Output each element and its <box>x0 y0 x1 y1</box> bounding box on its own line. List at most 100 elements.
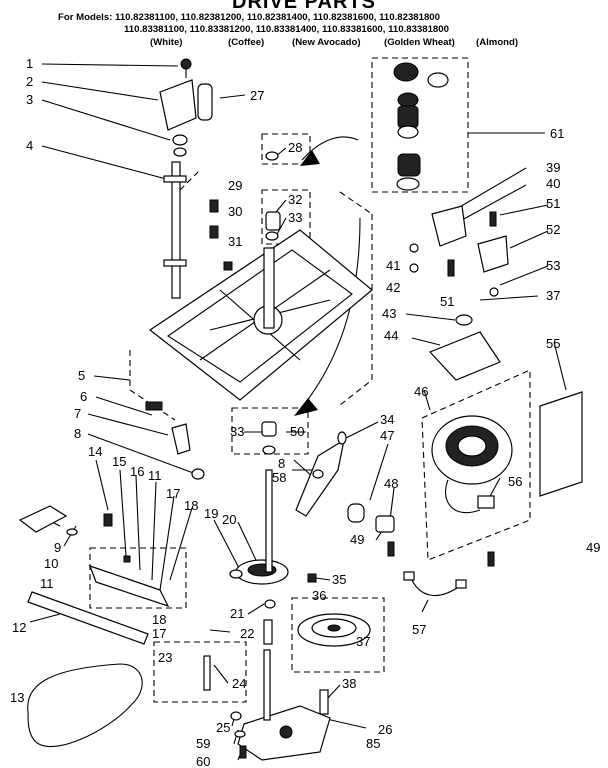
callout-46: 46 <box>414 384 428 399</box>
part-shaft <box>265 469 273 573</box>
part-10 <box>66 528 78 536</box>
callout-42: 42 <box>386 280 400 295</box>
part-43 <box>455 314 473 326</box>
callout-35: 35 <box>332 572 346 587</box>
callout-37b: 37 <box>356 634 370 649</box>
part-21 <box>264 599 276 609</box>
outline-base-left <box>129 350 176 421</box>
callout-21: 21 <box>230 606 244 621</box>
part-25 <box>230 711 242 721</box>
callout-24: 24 <box>232 676 246 691</box>
callout-20: 20 <box>222 512 236 527</box>
model-list-line-2: 110.83381100, 110.83381200, 110.83381400… <box>124 24 449 35</box>
callout-33a: 33 <box>288 210 302 225</box>
callout-3: 3 <box>26 92 33 107</box>
callout-25: 25 <box>216 720 230 735</box>
model-list-line-1: For Models: 110.82381100, 110.82381200, … <box>58 12 440 23</box>
part-24 <box>203 655 211 691</box>
callout-60: 60 <box>196 754 210 768</box>
outline-base-top <box>179 169 373 215</box>
callout-11a: 11 <box>148 468 162 483</box>
part-47 <box>347 503 365 523</box>
outline-base-right <box>339 214 373 406</box>
part-7 <box>171 423 191 455</box>
part-33 <box>265 231 279 241</box>
callout-7: 7 <box>74 406 81 421</box>
callout-16: 16 <box>130 464 144 479</box>
callout-55: 55 <box>546 336 560 351</box>
callout-9: 9 <box>54 540 61 555</box>
callout-18b: 18 <box>152 612 166 627</box>
callout-49b: 49 <box>586 540 600 555</box>
outline-36-37 <box>291 597 385 673</box>
callout-22: 22 <box>240 626 254 641</box>
callout-28: 28 <box>288 140 302 155</box>
part-15 <box>123 555 131 563</box>
part-harness-57 <box>409 575 461 597</box>
part-washer-3 <box>172 134 188 146</box>
callout-33b: 33 <box>230 424 244 439</box>
part-59 <box>234 730 246 738</box>
outline-motor <box>421 369 531 561</box>
part-42 <box>409 263 419 273</box>
callout-52: 52 <box>546 222 560 237</box>
callout-18a: 18 <box>184 498 198 513</box>
outline-28 <box>261 133 311 165</box>
callout-51b: 51 <box>440 294 454 309</box>
callout-34: 34 <box>380 412 394 427</box>
diagram-title: DRIVE PARTS <box>232 0 376 13</box>
callout-30: 30 <box>228 204 242 219</box>
callout-27: 27 <box>250 88 264 103</box>
part-spindle <box>263 247 275 329</box>
callout-14: 14 <box>88 444 102 459</box>
part-screw-1 <box>180 58 192 70</box>
callout-59: 59 <box>196 736 210 751</box>
callout-50: 50 <box>290 424 304 439</box>
color-white: (White) <box>150 37 183 48</box>
parts <box>18 58 583 761</box>
callout-53: 53 <box>546 258 560 273</box>
callout-5: 5 <box>78 368 85 383</box>
part-28 <box>265 151 279 161</box>
leader-lines <box>29 63 567 761</box>
callout-29: 29 <box>228 178 242 193</box>
callout-15: 15 <box>112 454 126 469</box>
color-golden-wheat: (Golden Wheat) <box>384 37 455 48</box>
part-rod-4 <box>171 161 181 299</box>
part-48 <box>375 515 395 533</box>
callout-56: 56 <box>508 474 522 489</box>
part-8 <box>191 468 205 480</box>
part-screw-30 <box>209 199 219 213</box>
callout-6: 6 <box>80 389 87 404</box>
callout-4: 4 <box>26 138 33 153</box>
callout-19: 19 <box>204 506 218 521</box>
callout-12: 12 <box>12 620 26 635</box>
color-new-avocado: (New Avocado) <box>292 37 361 48</box>
part-plate-44 <box>428 331 501 381</box>
part-19 <box>229 569 243 579</box>
assembly-outlines <box>89 57 531 703</box>
part-38 <box>319 689 329 715</box>
callout-38: 38 <box>342 676 356 691</box>
callout-32: 32 <box>288 192 302 207</box>
part-bracket-52 <box>477 235 509 273</box>
callout-11b: 11 <box>40 576 54 591</box>
part-41 <box>409 243 419 253</box>
arrow-61-to-28 <box>301 136 359 161</box>
color-coffee: (Coffee) <box>228 37 265 48</box>
callout-26: 26 <box>378 722 392 737</box>
callout-numbers: 1 2 3 4 5 6 7 8 8 9 10 11 11 12 13 14 15… <box>10 56 600 768</box>
callout-57: 57 <box>412 622 426 637</box>
part-34 <box>337 431 347 445</box>
callout-58: 58 <box>272 470 286 485</box>
part-56 <box>477 495 495 509</box>
color-almond: (Almond) <box>476 37 519 48</box>
outline-switch <box>89 547 187 609</box>
callout-31: 31 <box>228 234 242 249</box>
part-bracket-40 <box>431 205 467 247</box>
part-belt-13 <box>27 663 143 748</box>
part-rail-11 <box>88 565 170 608</box>
outline-23-24 <box>153 641 247 703</box>
